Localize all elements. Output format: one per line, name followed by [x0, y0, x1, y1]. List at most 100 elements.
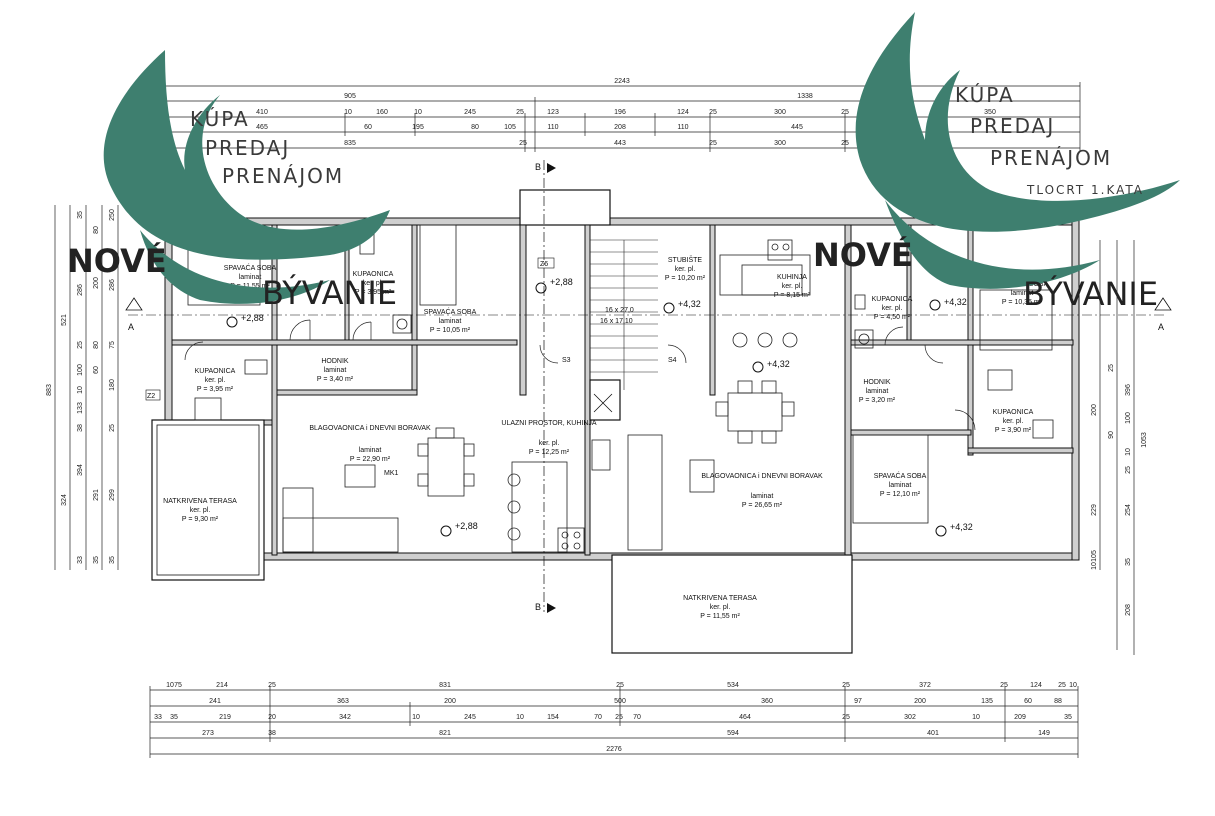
svg-text:P = 4,50 m²: P = 4,50 m² [874, 314, 911, 321]
svg-text:SPAVAĆA SOBA: SPAVAĆA SOBA [874, 471, 927, 480]
dim-left-c3-2: 200 [93, 277, 100, 289]
dim-bot-row2-2: 363 [337, 698, 349, 705]
room-9: STUBIŠTE ker. pl. P = 10,20 m² [665, 255, 706, 282]
dim-bot-row2-8: 135 [981, 698, 993, 705]
dim-left-c4-6: 299 [109, 489, 116, 501]
svg-text:KUHINJA: KUHINJA [777, 274, 807, 281]
svg-text:ker. pl.: ker. pl. [539, 440, 560, 447]
dim-left-c2-9: 324 [61, 494, 68, 506]
svg-text:KUPAONICA: KUPAONICA [353, 271, 394, 278]
level-marker-7: +4,32 [935, 522, 973, 537]
svg-text:ULAZNI PROSTOR, KUHINJA: ULAZNI PROSTOR, KUHINJA [501, 420, 596, 427]
dim-bot-row1-2: 75 [174, 682, 182, 689]
dim-right-c2-9: 208 [1125, 604, 1132, 616]
svg-text:ker. pl.: ker. pl. [205, 377, 226, 384]
watermark-left: KÚPA PREDAJ PRENÁJOM NOVÉ BÝVANIE [67, 50, 397, 312]
svg-text:P = 9,30 m²: P = 9,30 m² [182, 516, 219, 523]
dim-top-row3-5: 105 [504, 124, 516, 131]
wm-right-brand1: NOVÉ [813, 236, 913, 274]
dim-bot-row2-3: 200 [444, 698, 456, 705]
svg-text:STUBIŠTE: STUBIŠTE [668, 255, 703, 264]
dim-top-row4-4: 25 [709, 140, 717, 147]
dim-left-c4-7: 35 [109, 556, 116, 564]
dim-top-row3-4: 80 [471, 124, 479, 131]
svg-text:P = 3,95 m²: P = 3,95 m² [197, 386, 234, 393]
dim-left-c2-8: 394 [77, 464, 84, 476]
dim-top-row2-10: 25 [709, 109, 717, 116]
room-13: KUPAONICA ker. pl. P = 4,50 m² [872, 296, 913, 321]
svg-text:P = 10,35 m²: P = 10,35 m² [1002, 299, 1043, 306]
dim-bot-row3-14: 25 [842, 714, 850, 721]
dim-top-row2-3: 160 [376, 109, 388, 116]
svg-text:KUPAONICA: KUPAONICA [872, 296, 913, 303]
svg-text:NATKRIVENA TERASA: NATKRIVENA TERASA [683, 595, 757, 602]
dim-left-c2-5: 10 [77, 386, 84, 394]
svg-text:+4,32: +4,32 [950, 522, 973, 532]
svg-text:+2,88: +2,88 [550, 277, 573, 287]
room-12: NATKRIVENA TERASA ker. pl. P = 11,55 m² [683, 595, 757, 620]
dim-bot-row3-15: 302 [904, 714, 916, 721]
dim-top-row3-6: 110 [547, 124, 558, 131]
svg-text:ker. pl.: ker. pl. [882, 305, 903, 312]
dim-bot-row4-2: 38 [268, 730, 276, 737]
room-4: HODNIK laminat P = 3,40 m² [317, 358, 354, 383]
doors [184, 319, 976, 431]
room-8: ULAZNI PROSTOR, KUHINJA ker. pl. P = 12,… [501, 420, 596, 456]
room-17: SPAVAĆA SOBA laminat P = 12,10 m² [874, 471, 927, 498]
dim-top-row3-8: 110 [677, 124, 688, 131]
dim-right-c2-8: 35 [1125, 558, 1132, 566]
svg-text:P = 3,90 m²: P = 3,90 m² [995, 427, 1032, 434]
stairs-label-2: 16 x 17,10 [600, 318, 633, 325]
dim-left-c2-10: 33 [77, 556, 84, 564]
section-a-left: A [128, 322, 134, 332]
svg-text:laminat: laminat [439, 318, 462, 325]
dim-bot-row1-10: 25 [1000, 682, 1008, 689]
dim-bot-row1-3: 214 [216, 682, 228, 689]
svg-text:HODNIK: HODNIK [321, 358, 349, 365]
dim-top-row3-10: 350 [984, 109, 996, 116]
dim-overall-top: 2243 [614, 78, 630, 85]
dim-bot-row4-3: 821 [439, 730, 451, 737]
section-b-top: B [535, 162, 541, 172]
room-5: KUPAONICA ker. pl. P = 3,95 m² [195, 368, 236, 393]
dim-bot-row3-10: 70 [594, 714, 602, 721]
svg-text:ker. pl.: ker. pl. [1003, 418, 1024, 425]
dim-right-c1-1: 1053 [1141, 432, 1148, 448]
wm-left-brand1: NOVÉ [67, 242, 167, 280]
svg-text:P = 3,40 m²: P = 3,40 m² [317, 376, 354, 383]
dim-right-c2-1: 396 [1125, 384, 1132, 396]
dim-top-row2-8: 196 [614, 109, 626, 116]
dim-top-row4-1: 835 [344, 140, 356, 147]
dim-bot-row1-8: 25 [842, 682, 850, 689]
dim-bot-row3-11: 25 [615, 714, 623, 721]
svg-text:BLAGOVAONICA i DNEVNI BORAVAK: BLAGOVAONICA i DNEVNI BORAVAK [701, 473, 823, 480]
svg-text:laminat: laminat [1011, 290, 1034, 297]
dim-left-c2-7: 38 [77, 424, 84, 432]
dim-left-c2-4: 100 [77, 364, 84, 376]
section-marks: B B A A [125, 160, 1172, 613]
dim-bot-row1-1: 10 [166, 682, 174, 689]
svg-text:P = 12,25 m²: P = 12,25 m² [529, 449, 570, 456]
dim-top-row3-2: 60 [364, 124, 372, 131]
dim-bot-row1-4: 25 [268, 682, 276, 689]
dim-top-row2-12: 25 [841, 109, 849, 116]
top-dimensions: 2243 905 1338 410 10 160 10 245 25 123 1… [164, 78, 1081, 152]
dim-bot-row1-13: 10 [1069, 682, 1077, 689]
svg-text:+2,88: +2,88 [455, 521, 478, 531]
svg-text:SPAVAĆA SOBA: SPAVAĆA SOBA [224, 263, 277, 272]
dim-right-c2-3: 100 [1125, 412, 1132, 424]
dim-bot-row3-2: 35 [170, 714, 178, 721]
svg-text:P = 12,10 m²: P = 12,10 m² [880, 491, 921, 498]
dim-top-row3-7: 208 [614, 124, 626, 131]
svg-text:P = 3,20 m²: P = 3,20 m² [859, 397, 896, 404]
dim-top-row2-7: 123 [547, 109, 559, 116]
svg-text:KUPAONICA: KUPAONICA [993, 409, 1034, 416]
svg-text:+2,88: +2,88 [241, 313, 264, 323]
dim-left-c3-4: 60 [93, 366, 100, 374]
svg-text:P = 11,55 m²: P = 11,55 m² [700, 613, 740, 620]
dim-top-row2-4: 10 [414, 109, 422, 116]
section-b-bottom: B [535, 602, 541, 612]
svg-text:ker. pl.: ker. pl. [190, 507, 211, 514]
room-3: SPAVAĆA SOBA laminat P = 10,05 m² [424, 307, 477, 334]
svg-text:ker. pl.: ker. pl. [710, 604, 731, 611]
